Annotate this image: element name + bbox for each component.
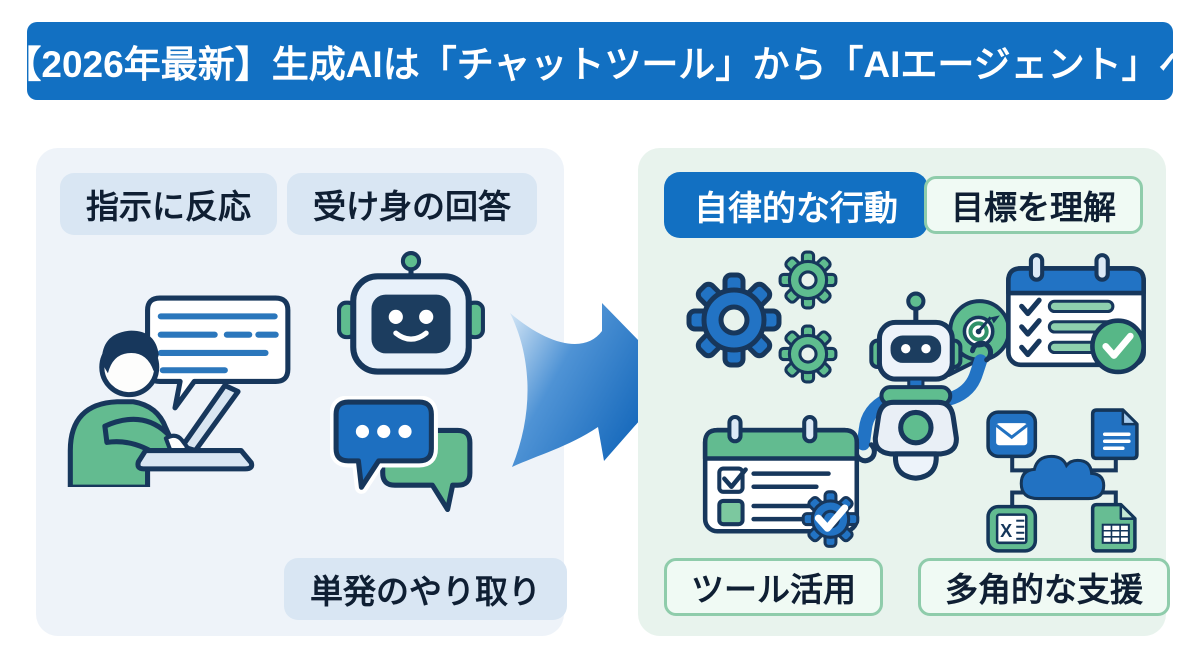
- page-title: 【2026年最新】生成AIは「チャットツール」から「AIエージェント」へ: [4, 44, 1196, 85]
- badge-autonomous: 自律的な行動: [664, 172, 928, 238]
- badge-goal: 目標を理解: [924, 176, 1143, 234]
- chatbot-head-icon: [335, 250, 487, 378]
- chat-tool-panel: 指示に反応 受け身の回答: [36, 148, 567, 636]
- agent-robot-icon: [843, 288, 1015, 482]
- ai-agent-panel: 自律的な行動 目標を理解: [638, 148, 1170, 636]
- badge-support: 多角的な支援: [918, 558, 1170, 616]
- task-checklist-icon: [994, 250, 1158, 381]
- badge-single-exchange: 単発のやり取り: [284, 558, 567, 620]
- person-typing-icon: [52, 294, 296, 488]
- cloud-workflow-icon: X: [976, 398, 1152, 564]
- badge-passive: 受け身の回答: [287, 173, 537, 235]
- header-banner: 【2026年最新】生成AIは「チャットツール」から「AIエージェント」へ: [4, 22, 1196, 100]
- transition-arrow-icon: [498, 295, 683, 473]
- scheduled-tasks-icon: [691, 414, 878, 553]
- badge-tools: ツール活用: [664, 558, 883, 616]
- chat-bubbles-icon: [330, 396, 478, 520]
- svg-text:X: X: [1000, 521, 1012, 541]
- gears-icon: [684, 242, 862, 394]
- badge-reactive: 指示に反応: [60, 173, 277, 235]
